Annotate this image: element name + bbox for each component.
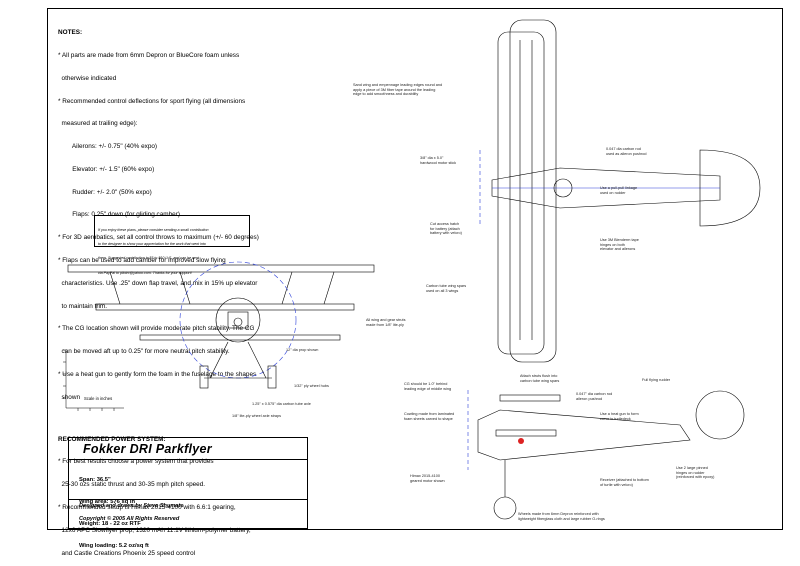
cg-circle [553, 178, 573, 198]
fuselage-side [477, 409, 691, 461]
prop-arc [179, 261, 297, 379]
annotation: Use a heat gun to form curve in turtlede… [600, 412, 639, 421]
power-line: * Recommended setup is Himax 2015-4100 w… [58, 504, 236, 511]
top-wing-front [67, 264, 375, 273]
annotation: 3/8" dia x 5.0" hardwood motor stick [420, 156, 457, 165]
annotation: Carbon tube wing spars used on all 3 win… [426, 284, 467, 293]
annotation: 1/32" ply wheel hubs [294, 384, 329, 388]
annotation: Cowling made from laminated foam sheets … [404, 412, 455, 421]
top-wing-side [499, 394, 561, 402]
notes-line: Elevator: +/- 1.5" (60% expo) [58, 165, 155, 173]
annotation: Sand wing and empennage leading edges ro… [353, 83, 443, 97]
spec-wing-loading: Wing loading: 5.2 oz/sq ft [79, 543, 149, 550]
notes-line: * The CG location shown will provide mod… [58, 325, 255, 333]
power-line: 12x6 APC Slowflyer prop, 1320 mAh 11.1V … [58, 526, 251, 534]
cg-marker [518, 438, 524, 444]
middle-wing-side [495, 429, 557, 437]
title-divider [69, 459, 307, 460]
annotation: 1.25" x 0.575" dia carbon tube axle [252, 402, 311, 406]
spec-wing-area: Wing area: 576 sq in [79, 499, 136, 506]
scale-label: Scale in inches [84, 396, 113, 401]
right-wheel [267, 365, 277, 389]
annotation: Cut access hatch for battery (attach bat… [430, 222, 462, 236]
notes-line: * All parts are made from 6mm Depron or … [58, 51, 240, 59]
upper-wing-outline [509, 19, 557, 363]
notes-line: can be moved aft up to 0.25" for more ne… [58, 348, 230, 356]
spec-span: Span: 36.5" [79, 476, 111, 483]
annotation: Full flying rudder [642, 378, 671, 382]
support-line: them. Suggested contribution is $5 to $1… [98, 256, 199, 261]
plan-drawings [63, 19, 761, 520]
notes-line: measured at trailing edge): [58, 120, 138, 128]
side-view [467, 390, 745, 520]
credit-divider [69, 499, 307, 500]
tail-top [699, 149, 761, 227]
notes-line: otherwise indicated [58, 74, 117, 82]
power-line: 25-30 ozs static thrust and 30-35 mph pi… [58, 481, 206, 489]
notes-line: Rudder: +/- 2.0" (50% expo) [58, 188, 152, 196]
power-heading: RECOMMENDED POWER SYSTEM: [58, 435, 166, 443]
spec-weight: Weight: 18 - 22 oz RTF [79, 521, 141, 528]
middle-wing-front [95, 303, 355, 311]
bottom-wing-front [139, 334, 341, 341]
wheel-side [493, 496, 517, 520]
left-wheel [199, 365, 209, 389]
annotation: Use 2 large pinned hinges on rudder (rei… [676, 466, 715, 480]
support-line: via PayPal to pilotrc@yahoo.com. Thanks … [98, 270, 192, 275]
title-block: Fokker DRI Parkflyer Span: 36.5" Wing ar… [68, 437, 308, 549]
annotation: CG should be 1.0" behind leading edge of… [404, 382, 452, 391]
notes-line: to maintain trim. [58, 302, 108, 310]
annotation: Attach struts flush into carbon tube win… [520, 374, 560, 383]
notes-line: * Recommended control deflections for sp… [58, 97, 246, 105]
annotation: Use 3M Blenderm tape hinges on both elev… [600, 238, 639, 252]
spec-list: Span: 36.5" Wing area: 576 sq in Weight:… [79, 462, 149, 566]
top-view [479, 19, 761, 363]
annotation: Himax 2015-4100 geared motor shown [410, 474, 445, 483]
copyright: Copyright © 2005 All Rights Reserved [79, 516, 180, 522]
notes-line: shown [58, 393, 81, 401]
support-line: If you enjoy these plans, please conside… [98, 227, 209, 232]
notes-line: * For 3D aerobatics, set all control thr… [58, 234, 259, 242]
plan-title: Fokker DRI Parkflyer [83, 442, 212, 456]
annotation: Wheels made from 6mm Depron reinforced w… [518, 512, 605, 521]
notes-line: * Use a heat gun to gently form the foam… [58, 370, 257, 378]
annotation: Receiver (attached to bottom of turtle w… [600, 478, 649, 487]
notes-heading: NOTES: [58, 29, 83, 37]
annotation: 0.047 dia carbon rod used as aileron pus… [606, 147, 647, 156]
scale-ruler [63, 349, 124, 411]
plan-border [47, 8, 783, 530]
notes-line: Ailerons: +/- 0.75" (40% expo) [58, 143, 158, 151]
front-view [67, 261, 375, 389]
support-box: If you enjoy these plans, please conside… [94, 215, 250, 275]
annotation: 0.047" dia carbon rod aileron pushrod [576, 392, 613, 401]
notes-line: Flaps: 0.25" down (for gliding camber) [58, 211, 180, 219]
annotation: 1/8" lite-ply wheel axle straps [232, 414, 282, 418]
top-wing-outline [497, 31, 545, 355]
notes-line: * Flaps can be used to add camber for im… [58, 257, 226, 264]
fuselage-top [491, 167, 721, 209]
support-line: to the designer to show your appreciatio… [98, 241, 206, 246]
cowling-circle [215, 297, 261, 343]
rudder-circle [695, 390, 745, 440]
notes-line: characteristics. Use .25" down flap trav… [58, 279, 258, 287]
annotation: Use a pull-pull linkage used on rudder [600, 186, 638, 195]
designer-credit: Designed and drawn by Steve Shumate [79, 503, 184, 509]
annotation: All wing and gear struts made from 1/8" … [366, 318, 406, 327]
annotation: 12" dia prop shown [286, 348, 319, 352]
power-line: * For best results choose a power system… [58, 458, 214, 466]
